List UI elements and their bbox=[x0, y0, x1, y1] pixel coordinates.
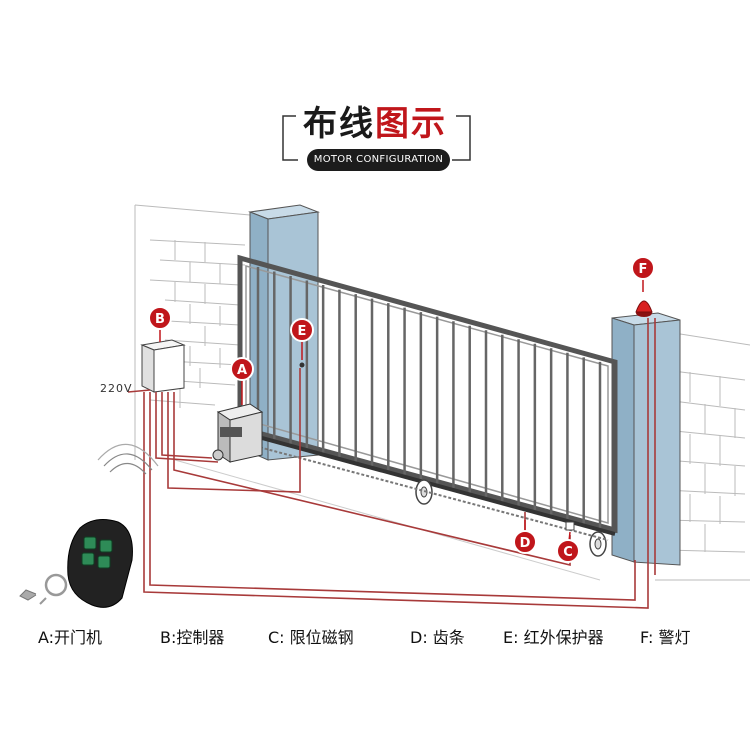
legend: A:开门机 B:控制器 C: 限位磁钢 D: 齿条 E: 红外保护器 F: 警灯 bbox=[0, 624, 750, 654]
marker-label-f: F bbox=[639, 262, 648, 277]
marker-circle-d bbox=[513, 530, 537, 554]
controller-box bbox=[140, 339, 186, 393]
left-brick-wall bbox=[134, 204, 251, 460]
marker-label-a: A bbox=[237, 363, 247, 378]
marker-circle-f bbox=[631, 256, 655, 280]
title-bracket bbox=[282, 115, 471, 161]
gear-rack bbox=[254, 445, 609, 541]
legend-item-c: C: 限位磁钢 bbox=[268, 628, 354, 647]
gate-wheel-right bbox=[589, 531, 607, 557]
wiring bbox=[127, 318, 656, 609]
marker-circle-a bbox=[230, 357, 254, 381]
voltage-label: 220V bbox=[100, 382, 133, 395]
gate-wiring-diagram: 220V A B C D E F bbox=[19, 204, 750, 609]
marker-label-c: C bbox=[563, 545, 573, 560]
marker-circle-b bbox=[148, 306, 172, 330]
warning-lamp bbox=[635, 300, 653, 317]
subtitle-pill: MOTOR CONFIGURATION bbox=[307, 149, 450, 171]
legend-item-f: F: 警灯 bbox=[640, 628, 691, 647]
marker-label-b: B bbox=[155, 312, 165, 327]
page-title: 布线图示 bbox=[0, 96, 750, 145]
marker-circle-c bbox=[556, 539, 580, 563]
marker-label-d: D bbox=[520, 536, 531, 551]
infrared-sensor bbox=[299, 362, 305, 368]
limit-magnet bbox=[565, 521, 575, 531]
legend-item-a: A:开门机 bbox=[38, 628, 103, 647]
ground-line bbox=[174, 459, 601, 581]
title-block: 布线图示 MOTOR CONFIGURATION bbox=[0, 0, 750, 200]
title-dark: 布线 bbox=[303, 104, 375, 144]
right-pillar bbox=[611, 312, 681, 566]
legend-item-e: E: 红外保护器 bbox=[503, 628, 604, 647]
title-accent: 图示 bbox=[375, 104, 447, 144]
marker-circle-e bbox=[290, 318, 314, 342]
legend-item-d: D: 齿条 bbox=[410, 628, 465, 647]
remote-control bbox=[19, 443, 159, 608]
legend-item-b: B:控制器 bbox=[160, 628, 225, 647]
gate-opener-motor bbox=[212, 403, 264, 463]
marker-label-e: E bbox=[298, 324, 307, 339]
